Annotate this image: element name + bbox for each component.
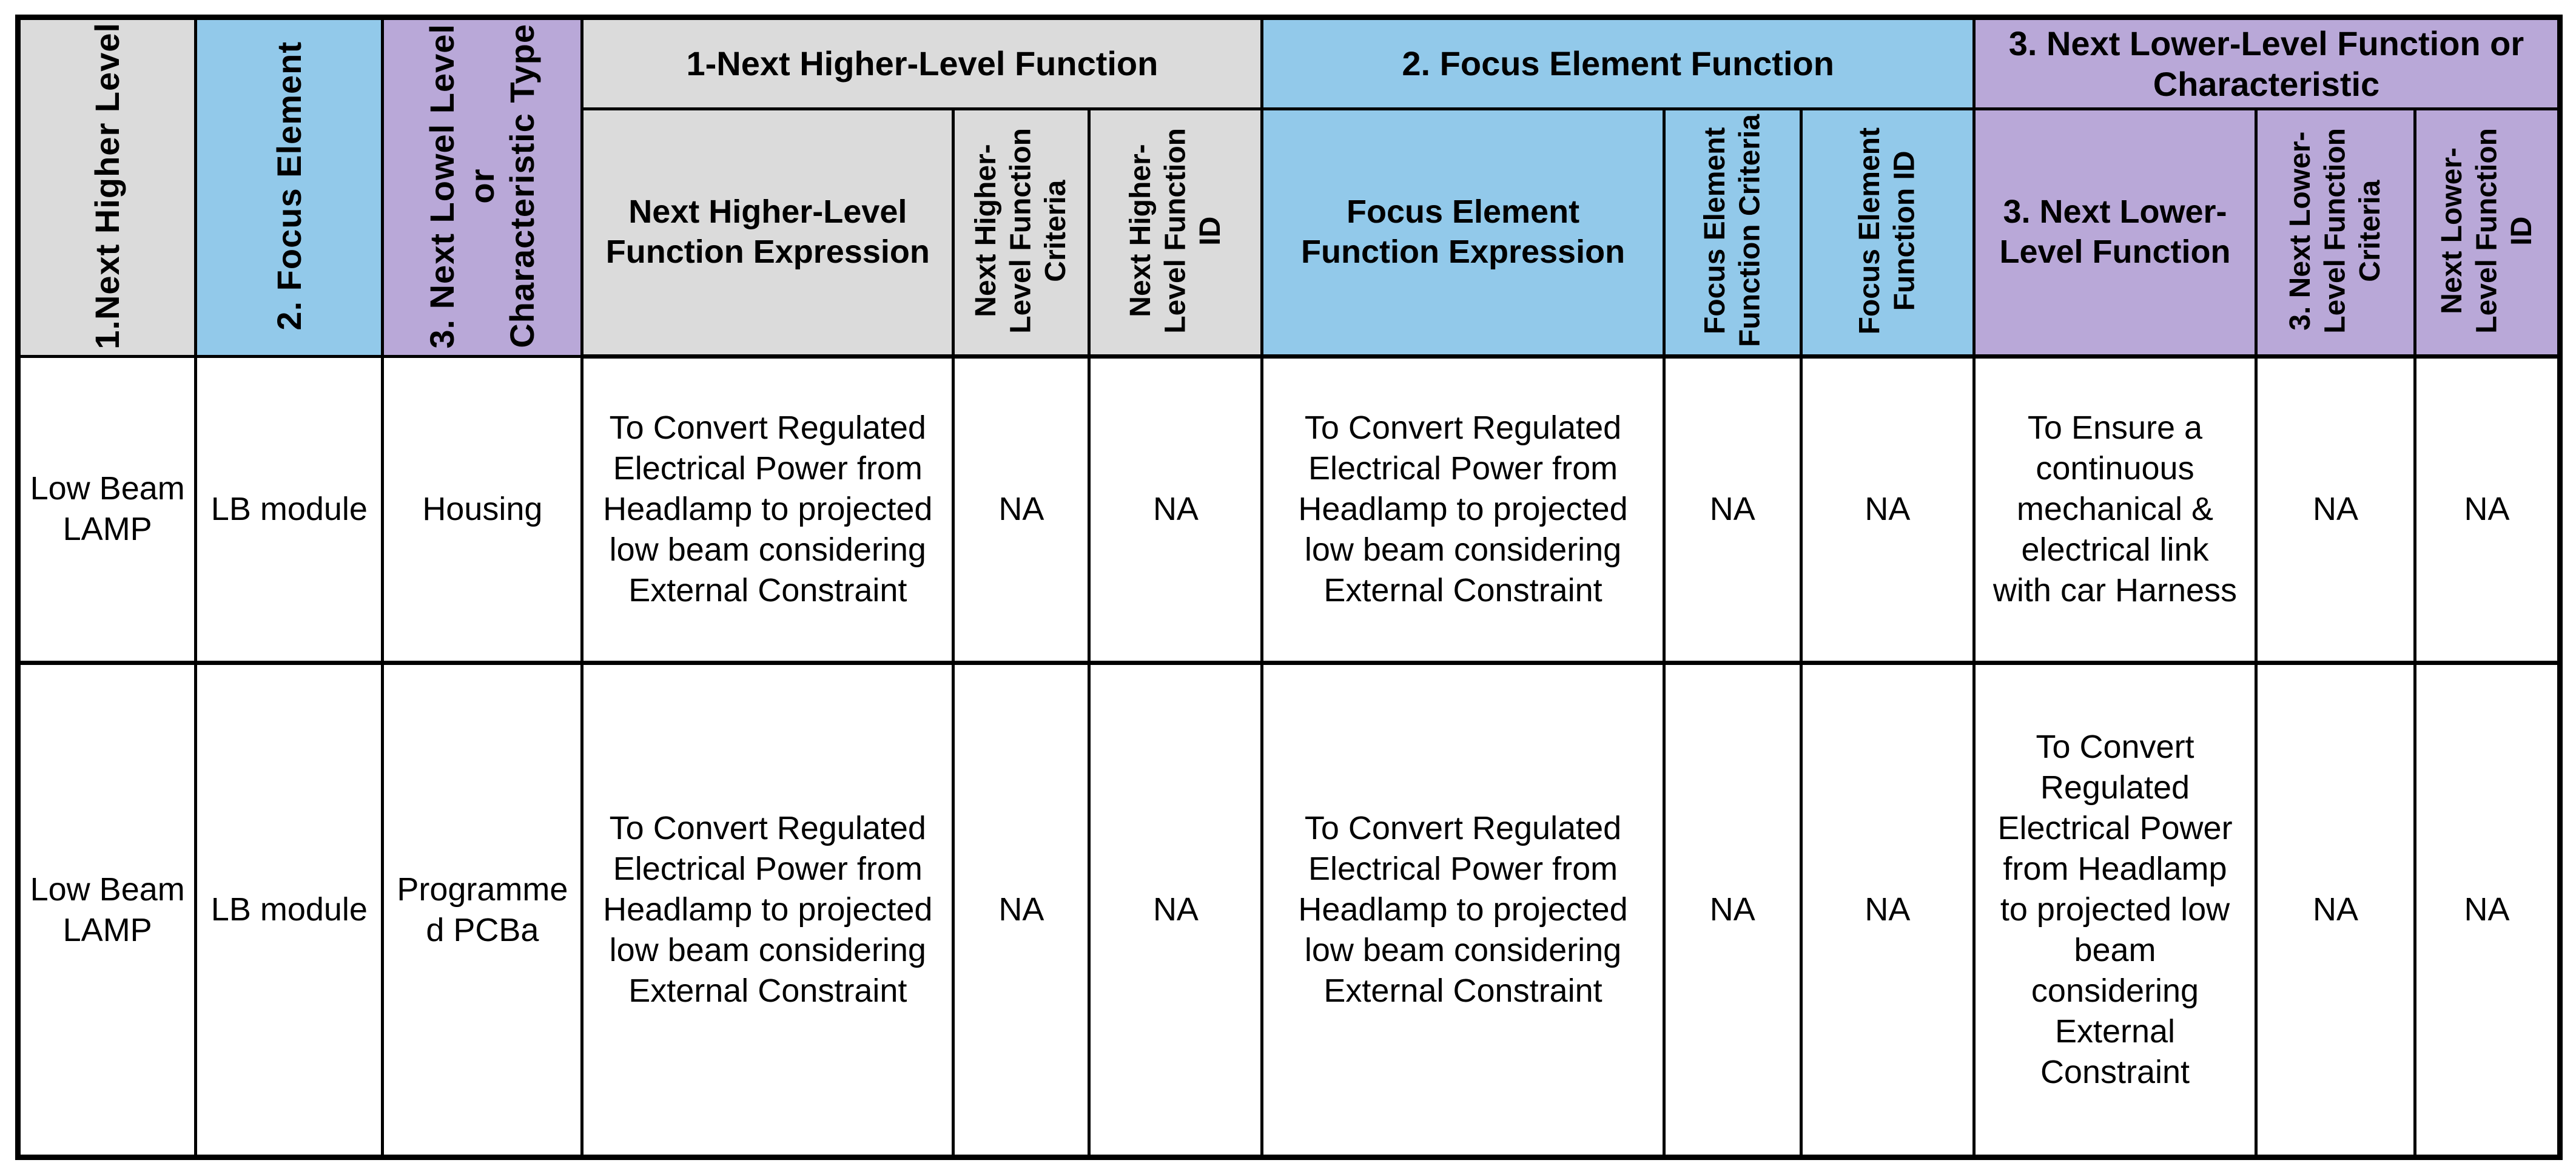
- cell-r1-next-lower-level-text: Housing: [422, 490, 543, 527]
- cell-r1-higher-function-criteria: NA: [952, 354, 1091, 665]
- cell-r2-higher-function-criteria-text: NA: [998, 891, 1044, 928]
- cell-r2-next-lower-level: Programme d PCBa: [381, 661, 584, 1159]
- cell-r1-higher-function-expression-text: To Convert Regulated Electrical Power fr…: [603, 410, 933, 609]
- table-row: Low Beam LAMP LB module Programme d PCBa…: [16, 661, 2561, 1159]
- cell-r2-next-higher-level-text: Low Beam LAMP: [30, 871, 185, 948]
- cell-r1-focus-function-expression: To Convert Regulated Electrical Power fr…: [1260, 354, 1666, 665]
- cell-r1-higher-function-criteria-text: NA: [998, 491, 1044, 528]
- cell-r1-higher-function-id: NA: [1088, 354, 1264, 665]
- subcol-header-next-higher-level-function-criteria-label: Next Higher- Level Function Criteria: [970, 128, 1072, 334]
- col-header-next-higher-level-label: 1.Next Higher Level: [88, 22, 127, 349]
- cell-r2-focus-function-id: NA: [1799, 661, 1976, 1159]
- cell-r2-lower-function-text: To Convert Regulated Electrical Power fr…: [1997, 729, 2233, 1090]
- group-header-row: 1.Next Higher Level 2. Focus Element 3. …: [16, 15, 2562, 358]
- subcol-header-next-lower-level-function-criteria-label: 3. Next Lower- Level Function Criteria: [2284, 128, 2387, 334]
- table-row: Low Beam LAMP LB module Housing To Conve…: [16, 354, 2561, 665]
- subcol-header-next-higher-level-function-id: Next Higher- Level Function ID: [1088, 107, 1264, 359]
- subcol-header-next-lower-level-function-criteria: 3. Next Lower- Level Function Criteria: [2255, 107, 2417, 359]
- cell-r1-focus-element-text: LB module: [210, 490, 368, 527]
- subcol-header-focus-element-function-id: Focus Element Function ID: [1799, 107, 1976, 359]
- cell-r1-next-higher-level-text: Low Beam LAMP: [30, 470, 185, 548]
- cell-r1-focus-function-id-text: NA: [1865, 491, 1911, 528]
- cell-r2-higher-function-criteria: NA: [952, 661, 1091, 1159]
- table-header: 1.Next Higher Level 2. Focus Element 3. …: [16, 15, 2562, 359]
- cell-r1-focus-function-expression-text: To Convert Regulated Electrical Power fr…: [1298, 410, 1628, 609]
- cell-r1-lower-function-criteria: NA: [2255, 354, 2417, 665]
- cell-r2-higher-function-expression: To Convert Regulated Electrical Power fr…: [580, 661, 955, 1159]
- subcol-header-next-lower-level-function-label: 3. Next Lower- Level Function: [1999, 194, 2231, 270]
- table-body: Low Beam LAMP LB module Housing To Conve…: [16, 354, 2561, 1159]
- cell-r1-lower-function-text: To Ensure a continuous mechanical & elec…: [1993, 410, 2238, 609]
- subcol-header-focus-element-function-id-label: Focus Element Function ID: [1854, 127, 1921, 335]
- subcol-header-focus-element-function-expression: Focus Element Function Expression: [1260, 107, 1666, 359]
- subcol-header-focus-element-function-criteria: Focus Element Function Criteria: [1662, 107, 1803, 359]
- cell-r1-lower-function-id: NA: [2413, 354, 2561, 665]
- cell-r1-lower-function: To Ensure a continuous mechanical & elec…: [1972, 354, 2258, 665]
- col-header-focus-element: 2. Focus Element: [194, 16, 385, 358]
- cell-r1-next-lower-level: Housing: [381, 354, 584, 665]
- group-header-next-lower-level-function-or-characteristic-label: 3. Next Lower-Level Function or Characte…: [2008, 24, 2524, 104]
- cell-r2-focus-element: LB module: [194, 661, 385, 1159]
- group-header-next-higher-level-function-label: 1-Next Higher-Level Function: [686, 44, 1159, 83]
- cell-r2-next-higher-level: Low Beam LAMP: [16, 661, 198, 1159]
- cell-r2-lower-function-criteria: NA: [2255, 661, 2417, 1159]
- group-header-next-lower-level-function-or-characteristic: 3. Next Lower-Level Function or Characte…: [1972, 15, 2562, 111]
- cell-r2-focus-function-expression: To Convert Regulated Electrical Power fr…: [1260, 661, 1666, 1159]
- subcol-header-next-lower-level-function-id-label: Next Lower- Level Function ID: [2435, 128, 2538, 334]
- col-header-next-lower-level-or-characteristic-type-label: 3. Next Lowel Level or Characteristic Ty…: [423, 23, 542, 349]
- cell-r2-focus-element-text: LB module: [210, 891, 368, 928]
- subcol-header-next-higher-level-function-id-label: Next Higher- Level Function ID: [1125, 128, 1227, 334]
- cell-r1-higher-function-id-text: NA: [1152, 491, 1199, 528]
- col-header-next-lower-level-or-characteristic-type: 3. Next Lowel Level or Characteristic Ty…: [381, 16, 584, 358]
- function-analysis-table: 1.Next Higher Level 2. Focus Element 3. …: [15, 15, 2563, 1161]
- subcol-header-next-higher-level-function-criteria: Next Higher- Level Function Criteria: [952, 107, 1091, 359]
- subcol-header-focus-element-function-criteria-label: Focus Element Function Criteria: [1698, 114, 1766, 348]
- cell-r2-lower-function-id: NA: [2413, 661, 2561, 1159]
- cell-r1-focus-function-criteria-text: NA: [1709, 491, 1755, 528]
- subcol-header-next-higher-level-function-expression-label: Next Higher-Level Function Expression: [605, 194, 930, 270]
- cell-r2-lower-function: To Convert Regulated Electrical Power fr…: [1972, 661, 2258, 1159]
- cell-r2-focus-function-id-text: NA: [1865, 891, 1911, 928]
- subcol-header-focus-element-function-expression-label: Focus Element Function Expression: [1300, 194, 1626, 270]
- cell-r1-focus-element: LB module: [194, 354, 385, 665]
- cell-r2-lower-function-criteria-text: NA: [2313, 891, 2359, 928]
- group-header-focus-element-function-label: 2. Focus Element Function: [1402, 44, 1834, 83]
- cell-r1-focus-function-id: NA: [1799, 354, 1976, 665]
- cell-r2-higher-function-expression-text: To Convert Regulated Electrical Power fr…: [603, 810, 933, 1009]
- subcol-header-next-lower-level-function: 3. Next Lower- Level Function: [1972, 107, 2258, 359]
- cell-r2-focus-function-criteria-text: NA: [1709, 891, 1755, 928]
- cell-r2-focus-function-criteria: NA: [1662, 661, 1803, 1159]
- subcol-header-next-lower-level-function-id: Next Lower- Level Function ID: [2413, 107, 2561, 359]
- group-header-focus-element-function: 2. Focus Element Function: [1260, 15, 1976, 111]
- cell-r1-lower-function-id-text: NA: [2464, 491, 2510, 528]
- cell-r2-higher-function-id: NA: [1088, 661, 1264, 1159]
- col-header-focus-element-label: 2. Focus Element: [269, 41, 308, 331]
- cell-r1-higher-function-expression: To Convert Regulated Electrical Power fr…: [580, 354, 955, 665]
- subcol-header-next-higher-level-function-expression: Next Higher-Level Function Expression: [580, 107, 955, 359]
- cell-r2-higher-function-id-text: NA: [1152, 891, 1199, 928]
- col-header-next-higher-level: 1.Next Higher Level: [16, 16, 198, 358]
- cell-r2-lower-function-id-text: NA: [2464, 891, 2510, 928]
- group-header-next-higher-level-function: 1-Next Higher-Level Function: [580, 15, 1264, 111]
- cell-r2-next-lower-level-text: Programme d PCBa: [397, 871, 568, 948]
- cell-r1-focus-function-criteria: NA: [1662, 354, 1803, 665]
- cell-r1-lower-function-criteria-text: NA: [2313, 491, 2359, 528]
- cell-r1-next-higher-level: Low Beam LAMP: [16, 354, 198, 665]
- cell-r2-focus-function-expression-text: To Convert Regulated Electrical Power fr…: [1298, 810, 1628, 1009]
- sub-header-row: Next Higher-Level Function Expression Ne…: [18, 107, 2561, 359]
